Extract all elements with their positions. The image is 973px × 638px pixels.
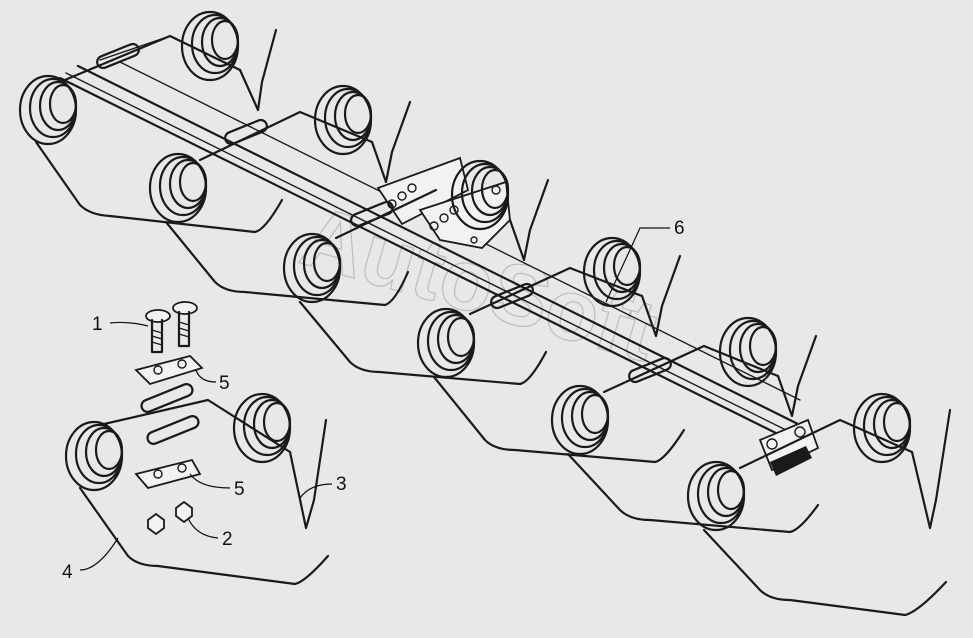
callout-6: 6 <box>605 218 685 303</box>
callout-4: 4 <box>62 537 119 583</box>
callout-5-upper: 5 <box>195 369 230 394</box>
tine-pair-4 <box>416 236 686 464</box>
callout-2: 2 <box>187 517 233 550</box>
callout-3: 3 <box>299 474 347 499</box>
svg-text:5: 5 <box>234 479 245 500</box>
tine-pair-3 <box>282 159 550 386</box>
svg-text:5: 5 <box>219 373 230 394</box>
clamp-plate-upper <box>134 354 204 386</box>
nut-2 <box>175 500 193 524</box>
svg-text:3: 3 <box>336 474 347 495</box>
callout-5-lower: 5 <box>189 473 245 500</box>
exploded-tine-detail <box>64 301 330 586</box>
svg-text:1: 1 <box>92 314 103 335</box>
svg-text:4: 4 <box>62 562 73 583</box>
clamp-plate-lower <box>134 458 202 490</box>
bolt-2 <box>172 301 198 348</box>
tine-pair-1 <box>18 10 284 234</box>
svg-text:6: 6 <box>674 218 685 239</box>
tine-pair-5 <box>550 316 820 534</box>
nut-1 <box>147 512 165 536</box>
tine-pair-6 <box>686 392 952 617</box>
tine-pair-2 <box>148 84 412 307</box>
bolt-1 <box>145 309 171 354</box>
svg-text:2: 2 <box>222 529 233 550</box>
callout-1: 1 <box>92 314 149 335</box>
tine-bar-assembly <box>18 10 952 617</box>
